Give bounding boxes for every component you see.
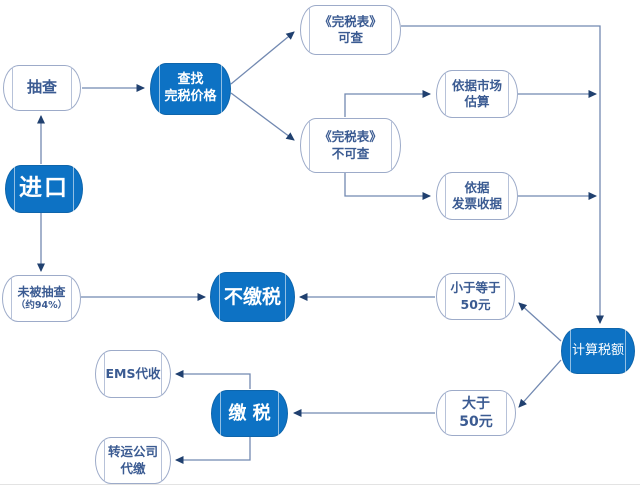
- node-forwarder-pay-line2: 代缴: [120, 460, 146, 476]
- node-tax-table-not-searchable: 《完税表》 不可查: [300, 118, 401, 173]
- node-find-taxable-price-line1: 查找: [177, 72, 204, 88]
- node-calculate-tax: 计算税额: [561, 328, 635, 374]
- node-find-taxable-price-line2: 完税价格: [164, 89, 217, 104]
- node-spot-check-label: 抽查: [26, 78, 57, 97]
- node-calculate-tax-label: 计算税额: [571, 342, 624, 358]
- node-gt-50-yuan: 大于 50元: [436, 390, 516, 436]
- node-not-inspected: 未被抽查 （约94%）: [2, 275, 81, 322]
- edge-find-price-to-searchable: [230, 31, 295, 85]
- edge-calc-tax-to-lte50: [518, 302, 562, 342]
- edge-calc-tax-to-gt50: [518, 359, 562, 408]
- node-lte-50-yuan-line2: 50元: [460, 296, 491, 312]
- node-tax-table-not-searchable-line1: 《完税表》: [319, 129, 382, 145]
- node-find-taxable-price: 查找 完税价格: [150, 63, 231, 115]
- node-no-tax: 不缴税: [210, 272, 295, 322]
- edge-pay-tax-to-ems: [175, 370, 251, 389]
- edge-pay-tax-to-forwarder: [175, 437, 251, 464]
- node-lte-50-yuan-line1: 小于等于: [450, 280, 501, 296]
- node-estimate-by-market-line2: 估算: [464, 94, 490, 109]
- node-spot-check: 抽查: [3, 65, 81, 111]
- node-import: 进口: [5, 165, 83, 213]
- node-estimate-by-market-line1: 依据市场: [451, 77, 502, 93]
- node-tax-table-not-searchable-line2: 不可查: [331, 145, 370, 161]
- node-forwarder-pay-line1: 转运公司: [107, 444, 158, 460]
- node-by-invoice-receipt-line2: 发票收据: [451, 196, 502, 211]
- node-gt-50-yuan-line2: 50元: [459, 414, 493, 430]
- node-lte-50-yuan: 小于等于 50元: [436, 273, 515, 320]
- node-by-invoice-receipt-line1: 依据: [464, 179, 490, 195]
- edge-unsearchable-to-market: [344, 90, 431, 117]
- edge-find-price-to-unsearchable: [230, 92, 295, 141]
- node-tax-table-searchable-line2: 可查: [337, 30, 363, 45]
- node-ems-collect-label: EMS代收: [105, 365, 161, 381]
- node-not-inspected-line1: 未被抽查: [17, 284, 66, 299]
- node-import-label: 进口: [19, 175, 69, 202]
- edge-unsearchable-to-invoice: [344, 173, 431, 200]
- node-pay-tax-label: 缴 税: [228, 402, 271, 424]
- node-tax-table-searchable-line1: 《完税表》: [319, 13, 382, 29]
- node-estimate-by-market: 依据市场 估算: [436, 70, 518, 118]
- node-ems-collect: EMS代收: [95, 350, 171, 398]
- node-not-inspected-line2: （约94%）: [15, 300, 68, 312]
- node-forwarder-pay: 转运公司 代缴: [95, 437, 171, 484]
- node-by-invoice-receipt: 依据 发票收据: [436, 172, 518, 220]
- node-tax-table-searchable: 《完税表》 可查: [300, 5, 401, 55]
- node-pay-tax: 缴 税: [211, 390, 288, 437]
- node-gt-50-yuan-line1: 大于: [462, 395, 490, 412]
- node-no-tax-label: 不缴税: [223, 285, 281, 308]
